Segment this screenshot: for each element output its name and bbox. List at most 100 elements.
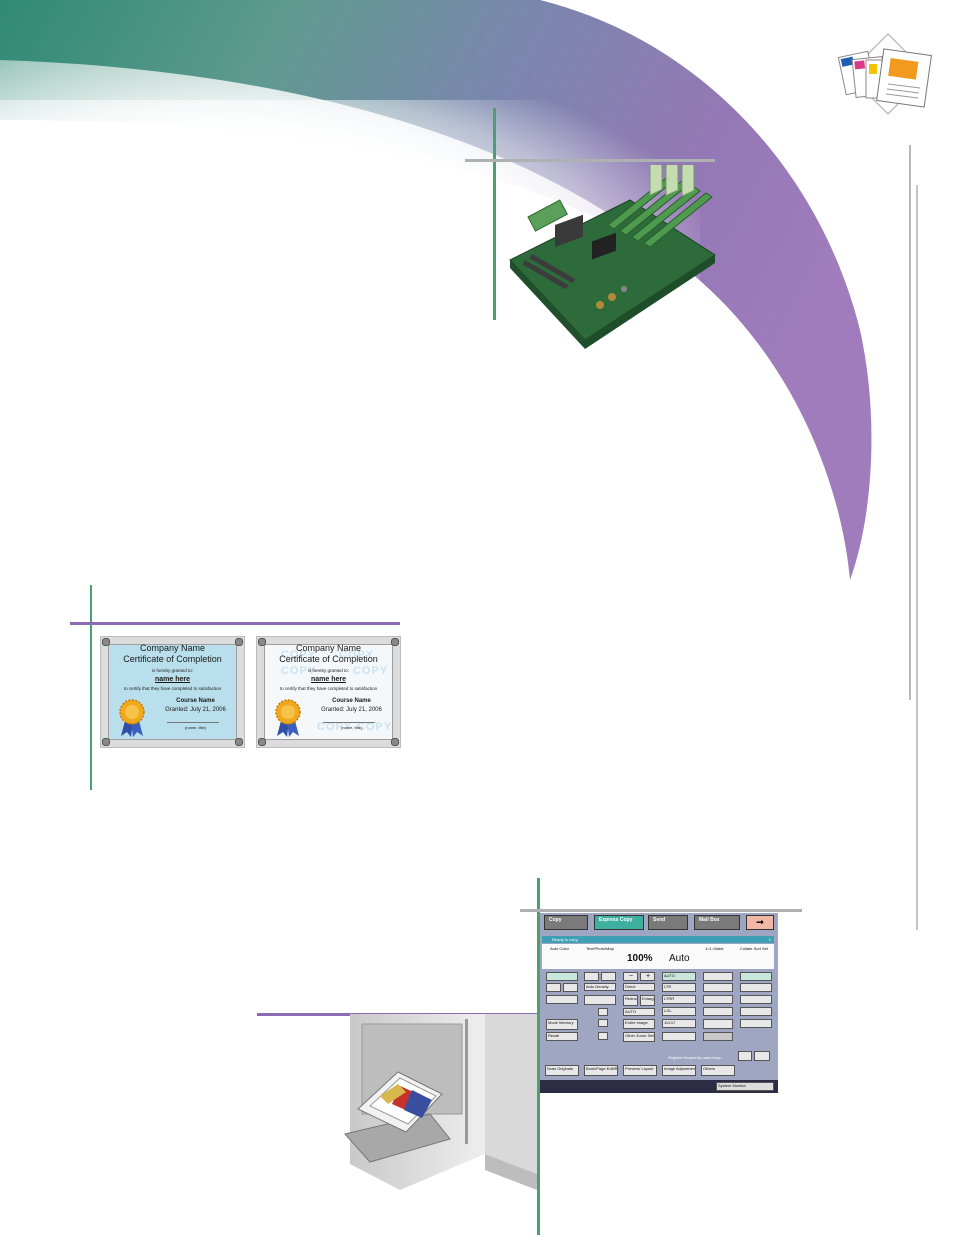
- erase-button[interactable]: [598, 1019, 608, 1027]
- ribbon-seal-icon: [119, 699, 145, 737]
- system-monitor-button[interactable]: System Monitor: [716, 1082, 774, 1091]
- sided-1-2-button[interactable]: [703, 983, 733, 992]
- recall-button[interactable]: Recall: [546, 1032, 578, 1041]
- ribbon-seal-icon: [275, 699, 301, 737]
- cert-course: Course Name: [332, 698, 371, 704]
- book-page-edit-button[interactable]: Book/Page Edit/Ref: [584, 1065, 618, 1076]
- tab-send[interactable]: Send: [648, 915, 688, 930]
- cert-verify-line: to certify that they have completed to s…: [123, 686, 222, 691]
- single-color-button[interactable]: [563, 983, 578, 992]
- direct-button[interactable]: Direct: [623, 983, 655, 991]
- bypass-paper-button[interactable]: [662, 1032, 696, 1041]
- auto-zoom-button[interactable]: AUTO: [623, 1008, 655, 1016]
- finishing-label: Collate Sort Set: [740, 946, 769, 951]
- auto-density-button[interactable]: Auto Density: [584, 983, 616, 991]
- settings-summary: Auto Color Text/Photo/Map 1>1-Sided Coll…: [542, 944, 774, 969]
- other-zoom-button[interactable]: Other Zoom Settings: [623, 1032, 655, 1042]
- two-color-button[interactable]: [546, 995, 578, 1004]
- cert-date: Granted: July 21, 2006: [165, 707, 226, 713]
- cert-granted-line: is hereby granted to:: [151, 668, 194, 673]
- cert-course: Course Name: [176, 698, 215, 704]
- density-darker-button[interactable]: [601, 972, 616, 981]
- tab-copy[interactable]: Copy: [544, 915, 588, 930]
- watermark-copy: COPY: [281, 649, 317, 661]
- sided-label: 1>1-Sided: [705, 946, 724, 951]
- cert-title: Certificate of Completion: [279, 654, 378, 664]
- entire-image-button[interactable]: Entire Image: [623, 1019, 655, 1029]
- paper-value: Auto: [669, 953, 690, 964]
- cert-company: Company Name: [295, 643, 362, 653]
- cert-date: Granted: July 21, 2006: [321, 707, 382, 713]
- paper-ltr-button[interactable]: LTR: [662, 983, 696, 992]
- copier-rule-vertical: [537, 878, 540, 1235]
- watermark-copy: COPY: [353, 665, 389, 677]
- collate-button[interactable]: [740, 972, 772, 981]
- arrow-right-icon[interactable]: ➞: [746, 915, 774, 930]
- shortcut-key-button[interactable]: [754, 1051, 770, 1061]
- status-bar: Ready to copy. 1: [542, 936, 774, 943]
- certificate-sample-copy: COPY COPY COPY COPY COPY COPY Company Na…: [256, 636, 401, 748]
- mainboard-image: [509, 165, 716, 349]
- mainboard-rule-horizontal: [465, 159, 715, 162]
- cert-granted-line: is hereby granted to:: [307, 668, 350, 673]
- staple-button[interactable]: [598, 1032, 608, 1040]
- staple-sort-button[interactable]: [740, 1007, 772, 1016]
- density-lighter-button[interactable]: [584, 972, 599, 981]
- status-text: Ready to copy.: [552, 937, 579, 942]
- footer-bar: System Monitor: [540, 1080, 778, 1093]
- mode-memory-button[interactable]: Mode Memory: [546, 1019, 578, 1030]
- cert-title: Certificate of Completion: [123, 654, 222, 664]
- register-key-button[interactable]: [738, 1051, 752, 1061]
- reduce-button[interactable]: Reduce: [623, 995, 638, 1006]
- brochure-stack-icon: [837, 33, 932, 115]
- cert-verify-line: to certify that they have completed to s…: [279, 686, 378, 691]
- group-button[interactable]: [740, 995, 772, 1004]
- sided-book-button[interactable]: [703, 1019, 733, 1029]
- scan-originals-button[interactable]: Scan Originals: [545, 1065, 579, 1076]
- color-mode-label: Auto Color: [550, 946, 569, 951]
- sided-1-1-button[interactable]: [703, 972, 733, 981]
- tab-mail-box[interactable]: Mail Box: [694, 915, 740, 930]
- copy-count: 1: [768, 937, 771, 942]
- zoom-plus-button[interactable]: +: [640, 972, 655, 981]
- offset-button[interactable]: [740, 1019, 772, 1028]
- image-mode-label: Text/Photo/Map: [586, 946, 614, 951]
- copier-touch-panel: Copy Express Copy Send Mail Box ➞ Ready …: [540, 913, 778, 1093]
- sharpness-button[interactable]: [598, 1008, 608, 1016]
- paper-11x17-button[interactable]: 11X17: [662, 1019, 696, 1028]
- black-button[interactable]: [546, 983, 561, 992]
- watermark-copy: COPY: [339, 649, 375, 661]
- side-rule: [916, 185, 918, 930]
- certificates-rule-horizontal: [70, 622, 400, 625]
- full-color-button[interactable]: [546, 972, 578, 981]
- zoom-value: 100%: [627, 953, 653, 964]
- signature-line: [323, 722, 375, 723]
- bypass-tray-image: [344, 1014, 537, 1190]
- paper-lgl-button[interactable]: LGL: [662, 1007, 696, 1016]
- sided-more-button[interactable]: [703, 1032, 733, 1041]
- watermark-copy: COPY: [317, 721, 353, 733]
- paper-ltrr-button[interactable]: LTRR: [662, 995, 696, 1004]
- preview-layout-button[interactable]: Preview/ Layout: [623, 1065, 657, 1076]
- enlarge-button[interactable]: Enlarge: [640, 995, 655, 1006]
- cert-recipient-name: name here: [310, 676, 347, 683]
- zoom-minus-button[interactable]: −: [623, 972, 638, 981]
- image-adjustment-button[interactable]: Image Adjustment: [662, 1065, 696, 1076]
- sided-2-1-button[interactable]: [703, 1007, 733, 1016]
- certificates-rule-vertical: [90, 585, 92, 790]
- sort-button[interactable]: [740, 983, 772, 992]
- side-rule: [909, 145, 911, 700]
- certificate-sample-blue: Company Name Certificate of Completion i…: [100, 636, 245, 748]
- register-keys-text: Register frequently used keys.: [668, 1055, 722, 1060]
- signature-line: [167, 722, 219, 723]
- sided-2-2-button[interactable]: [703, 995, 733, 1004]
- text-photo-button[interactable]: [584, 995, 616, 1005]
- watermark-copy: COPY: [281, 665, 317, 677]
- others-button[interactable]: Others: [701, 1065, 735, 1076]
- tab-express-copy[interactable]: Express Copy: [594, 915, 644, 930]
- cert-signature: (name, title): [184, 725, 207, 730]
- auto-paper-button[interactable]: AUTO: [662, 972, 696, 981]
- cert-signature: (name, title): [340, 725, 363, 730]
- mainboard-rule-vertical: [493, 108, 496, 320]
- cert-company: Company Name: [139, 643, 206, 653]
